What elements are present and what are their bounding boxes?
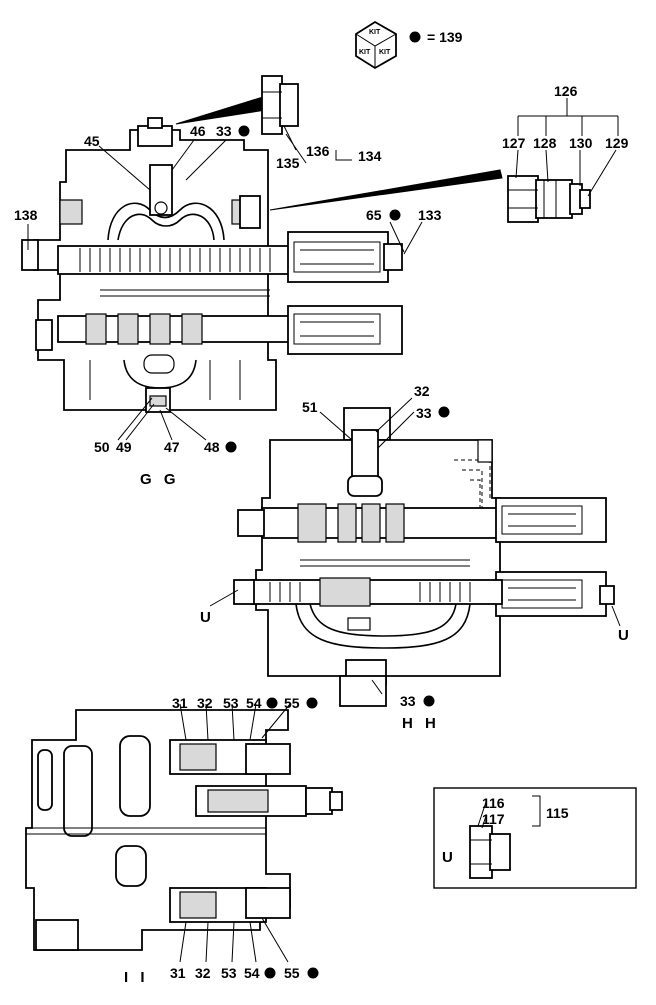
kit-face-top: KIT <box>369 29 381 36</box>
kit-dot-icon <box>238 125 250 137</box>
section-label-u-detail: U <box>442 849 453 866</box>
callout-135: 135 <box>276 155 300 171</box>
callout-115: 115 <box>546 805 569 821</box>
kit-dot-icon <box>409 31 421 43</box>
callout-50: 50 <box>94 439 110 455</box>
kit-face-left: KIT <box>359 49 371 56</box>
kit-dot-icon <box>423 695 435 707</box>
callout-31-bottom: 31 <box>170 965 186 981</box>
callout-31-top: 31 <box>172 695 188 711</box>
callout-126: 126 <box>554 83 578 99</box>
callout-134: 134 <box>358 148 382 164</box>
view-g-drawing <box>21 117 403 413</box>
detail-pointer-right <box>269 169 503 211</box>
callout-127: 127 <box>502 135 526 151</box>
plug-detail-134 <box>261 75 299 135</box>
detail-pointer-left <box>175 95 267 125</box>
kit-dot-icon <box>225 441 237 453</box>
callout-32-top: 32 <box>197 695 213 711</box>
callout-136: 136 <box>306 143 330 159</box>
section-label-u-left: U <box>200 609 211 626</box>
callout-45: 45 <box>84 133 100 149</box>
callout-47: 47 <box>164 439 180 455</box>
callout-48: 48 <box>204 439 220 455</box>
callout-128: 128 <box>533 135 557 151</box>
callout-130: 130 <box>569 135 593 151</box>
callout-117: 117 <box>482 811 505 827</box>
section-labels: G G H H I I U U U <box>124 471 629 986</box>
kit-legend: KIT KIT KIT = 139 <box>355 20 463 70</box>
callout-33-g: 33 <box>216 123 232 139</box>
callout-55-bottom: 55 <box>284 965 300 981</box>
section-label-u-right: U <box>618 627 629 644</box>
callout-65: 65 <box>366 207 382 223</box>
kit-dot-icon <box>264 967 276 979</box>
detail-u-box <box>433 787 637 889</box>
section-label-h: H H <box>402 715 436 732</box>
valve-detail-126 <box>507 175 591 223</box>
section-label-i: I I <box>124 969 145 986</box>
kit-equals-text: = 139 <box>427 29 463 45</box>
kit-dot-icon <box>306 697 318 709</box>
kit-dot-icon <box>307 967 319 979</box>
callout-51: 51 <box>302 399 318 415</box>
callout-129: 129 <box>605 135 629 151</box>
callout-55-top: 55 <box>284 695 300 711</box>
kit-dot-icon <box>266 697 278 709</box>
callout-33-h-bottom: 33 <box>400 693 416 709</box>
leader-lines <box>27 98 621 963</box>
kit-box-icon: KIT KIT KIT <box>355 20 397 70</box>
callout-138: 138 <box>14 207 38 223</box>
callout-32-bottom: 32 <box>195 965 211 981</box>
callout-49: 49 <box>116 439 132 455</box>
callout-116: 116 <box>482 795 505 811</box>
kit-face-right: KIT <box>379 49 391 56</box>
callout-53-bottom: 53 <box>221 965 237 981</box>
callout-53-top: 53 <box>223 695 239 711</box>
callout-32-h: 32 <box>414 383 430 399</box>
callout-54-bottom: 54 <box>244 965 260 981</box>
callouts: 126 127 128 130 129 45 46 33 136 135 134… <box>14 83 629 981</box>
view-h-drawing <box>233 407 615 707</box>
section-label-g: G G <box>140 471 176 488</box>
callout-54-top: 54 <box>246 695 262 711</box>
callout-133: 133 <box>418 207 442 223</box>
callout-46: 46 <box>190 123 206 139</box>
view-i-drawing <box>25 709 343 951</box>
kit-dot-icon <box>389 209 401 221</box>
kit-dot-icon <box>438 406 450 418</box>
callout-33-h-top: 33 <box>416 405 432 421</box>
